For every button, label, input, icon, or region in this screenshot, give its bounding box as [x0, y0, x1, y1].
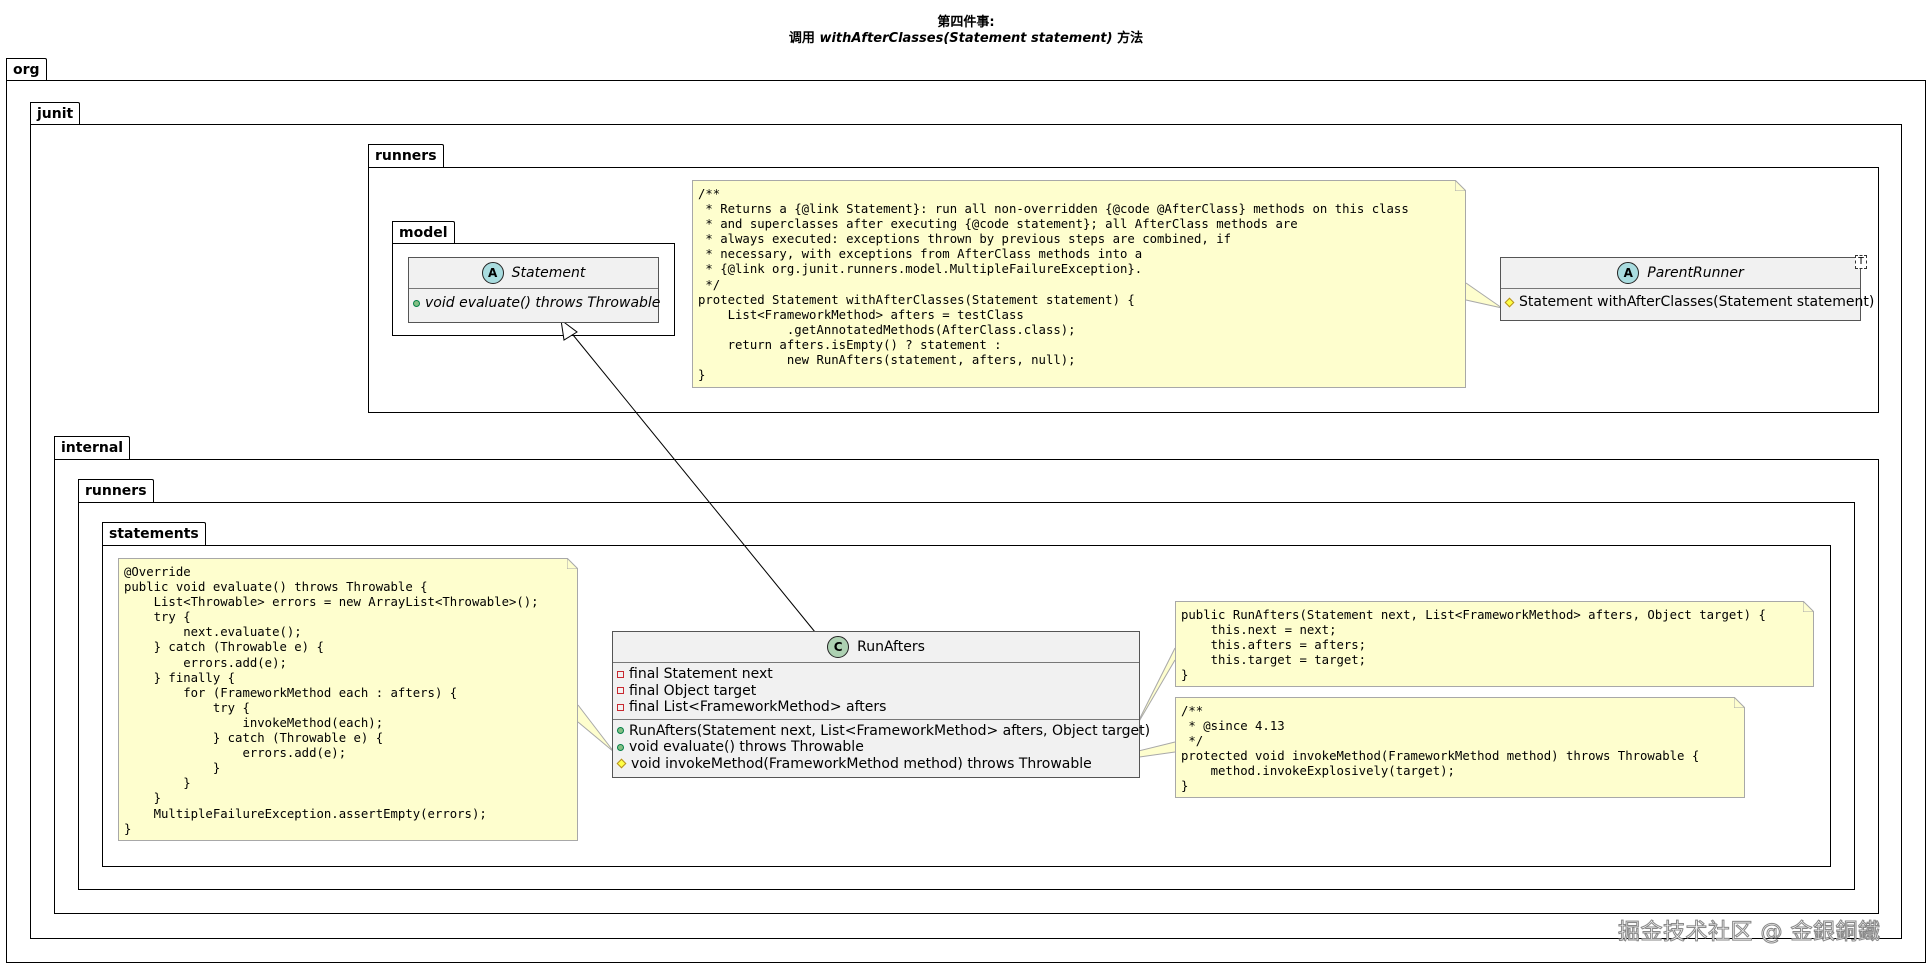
- note-fold-icon: [567, 558, 578, 569]
- note-invoke-method: /** * @since 4.13 */ protected void invo…: [1175, 697, 1745, 798]
- class-statement[interactable]: A Statement void evaluate() throws Throw…: [408, 257, 660, 323]
- note-constructor: public RunAfters(Statement next, List<Fr…: [1175, 601, 1814, 687]
- class-runafters-fields: final Statement next final Object target…: [613, 663, 1139, 720]
- note-fold-icon: [1734, 697, 1745, 708]
- class-parentrunner-methods: Statement withAfterClasses(Statement sta…: [1501, 289, 1874, 314]
- protected-icon: [616, 758, 627, 769]
- abstract-class-icon: A: [481, 262, 504, 284]
- public-icon: [617, 743, 624, 751]
- field-row: final List<FrameworkMethod> afters: [617, 699, 1135, 716]
- package-junit-tab: junit: [30, 102, 81, 125]
- class-runafters-methods: RunAfters(Statement next, List<Framework…: [613, 720, 1150, 776]
- package-org-tab: org: [6, 58, 47, 81]
- package-runners-tab: runners: [368, 144, 444, 167]
- class-runafters[interactable]: C RunAfters final Statement next final O…: [612, 631, 1150, 778]
- package-model-tab: model: [392, 221, 455, 244]
- title-line-2: 调用 withAfterClasses(Statement statement)…: [788, 31, 1144, 46]
- class-parentrunner[interactable]: A ParentRunner Statement withAfterClasse…: [1500, 257, 1874, 321]
- field-row: final Object target: [617, 683, 1135, 700]
- package-statements-tab: statements: [102, 522, 206, 545]
- private-icon: [617, 703, 624, 711]
- note-connector-constructor: [1133, 647, 1176, 731]
- class-runafters-name: RunAfters: [857, 639, 925, 655]
- note-evaluate: @Override public void evaluate() throws …: [118, 558, 578, 841]
- class-statement-header: A Statement: [409, 258, 658, 289]
- class-parentrunner-name: ParentRunner: [1647, 265, 1744, 281]
- class-icon: C: [827, 636, 850, 658]
- package-internal-tab: internal: [54, 436, 131, 459]
- note-fold-icon: [1803, 601, 1814, 612]
- method-row: Statement withAfterClasses(Statement sta…: [1504, 294, 1874, 311]
- class-parentrunner-header: A ParentRunner: [1501, 258, 1860, 289]
- package-internal-runners-tab: runners: [78, 479, 154, 502]
- method-row: RunAfters(Statement next, List<Framework…: [617, 723, 1150, 740]
- class-statement-methods: void evaluate() throws Throwable: [409, 289, 660, 315]
- inheritance-arrowhead: [560, 318, 578, 341]
- public-icon: [617, 727, 624, 735]
- note-with-after-classes: /** * Returns a {@link Statement}: run a…: [692, 180, 1466, 388]
- protected-icon: [1504, 297, 1515, 308]
- class-runafters-header: C RunAfters: [613, 632, 1139, 663]
- type-parameter: T: [1855, 255, 1868, 269]
- note-fold-icon: [1455, 180, 1466, 191]
- method-row: void invokeMethod(FrameworkMethod method…: [616, 756, 1135, 773]
- note-connector-evaluate: [577, 704, 615, 753]
- field-row: final Statement next: [617, 666, 1135, 683]
- private-icon: [617, 670, 624, 678]
- inheritance-line: [568, 329, 816, 633]
- title-method: withAfterClasses(Statement statement): [819, 31, 1113, 46]
- private-icon: [617, 687, 624, 695]
- method-row: void evaluate() throws Throwable: [413, 295, 660, 312]
- note-connector-parentrunner: [1465, 282, 1503, 309]
- abstract-class-icon: A: [1617, 262, 1640, 284]
- watermark: 掘金技术社区 @ 金銀銅鐵: [1618, 920, 1881, 946]
- title-line-1: 第四件事:: [937, 15, 995, 30]
- public-icon: [413, 299, 420, 307]
- class-statement-name: Statement: [511, 265, 586, 281]
- method-row: void evaluate() throws Throwable: [617, 739, 1135, 756]
